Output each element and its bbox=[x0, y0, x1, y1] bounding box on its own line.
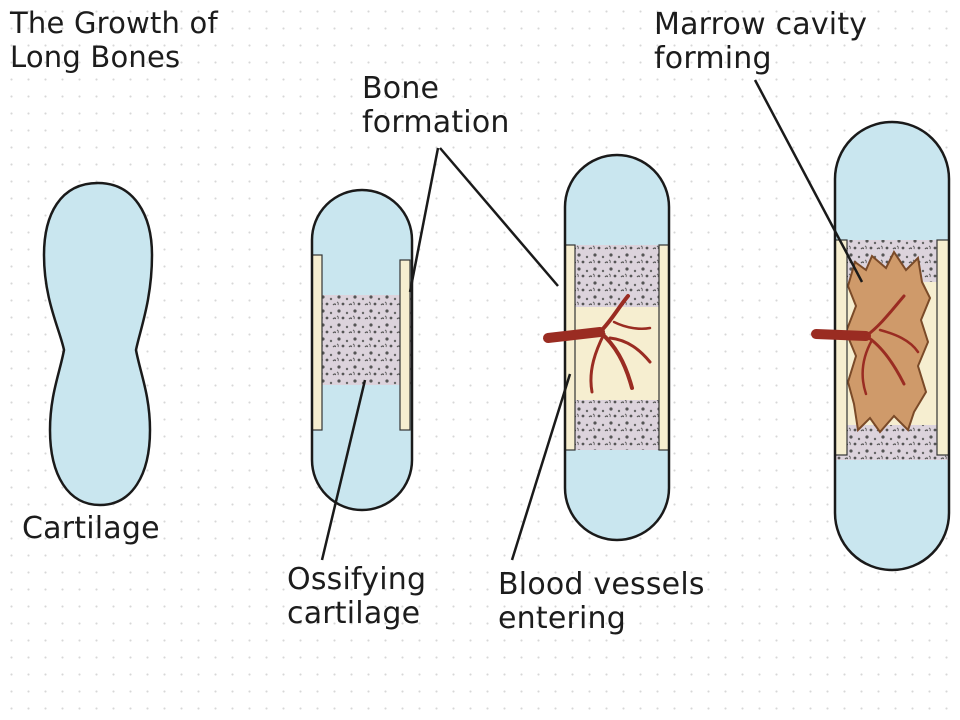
marrow-bone bbox=[811, 120, 951, 572]
lower-ossified-zone bbox=[835, 425, 949, 460]
blood-vessels bbox=[543, 294, 652, 394]
pointer-lines bbox=[320, 79, 864, 561]
lower-ossified-zone bbox=[565, 400, 669, 450]
vascularized-bone bbox=[543, 153, 671, 542]
bone-collar-left bbox=[312, 254, 323, 431]
marrow-blood-vessels bbox=[811, 294, 920, 396]
label-blood-vessels: Blood vessels entering bbox=[498, 567, 705, 636]
diagram-title: The Growth of Long Bones bbox=[10, 6, 218, 74]
ossifying-bone bbox=[310, 188, 414, 512]
label-cartilage: Cartilage bbox=[22, 511, 160, 546]
ossifying-zone bbox=[312, 295, 412, 385]
pointer-bone-formation-a bbox=[408, 147, 440, 293]
cartilage-bone-shape bbox=[42, 181, 154, 507]
pointer-bone-formation-b bbox=[439, 147, 559, 287]
pointer-marrow bbox=[753, 79, 864, 283]
bone-collar-right bbox=[399, 259, 411, 431]
pointer-blood-vessels bbox=[510, 373, 572, 561]
label-ossifying-cartilage: Ossifying cartilage bbox=[287, 562, 427, 631]
pointer-ossifying bbox=[320, 379, 367, 561]
label-bone-formation: Bone formation bbox=[362, 71, 510, 140]
marrow-cavity bbox=[844, 250, 932, 434]
upper-ossified-zone bbox=[565, 245, 669, 307]
label-marrow-cavity: Marrow cavity forming bbox=[654, 7, 868, 76]
